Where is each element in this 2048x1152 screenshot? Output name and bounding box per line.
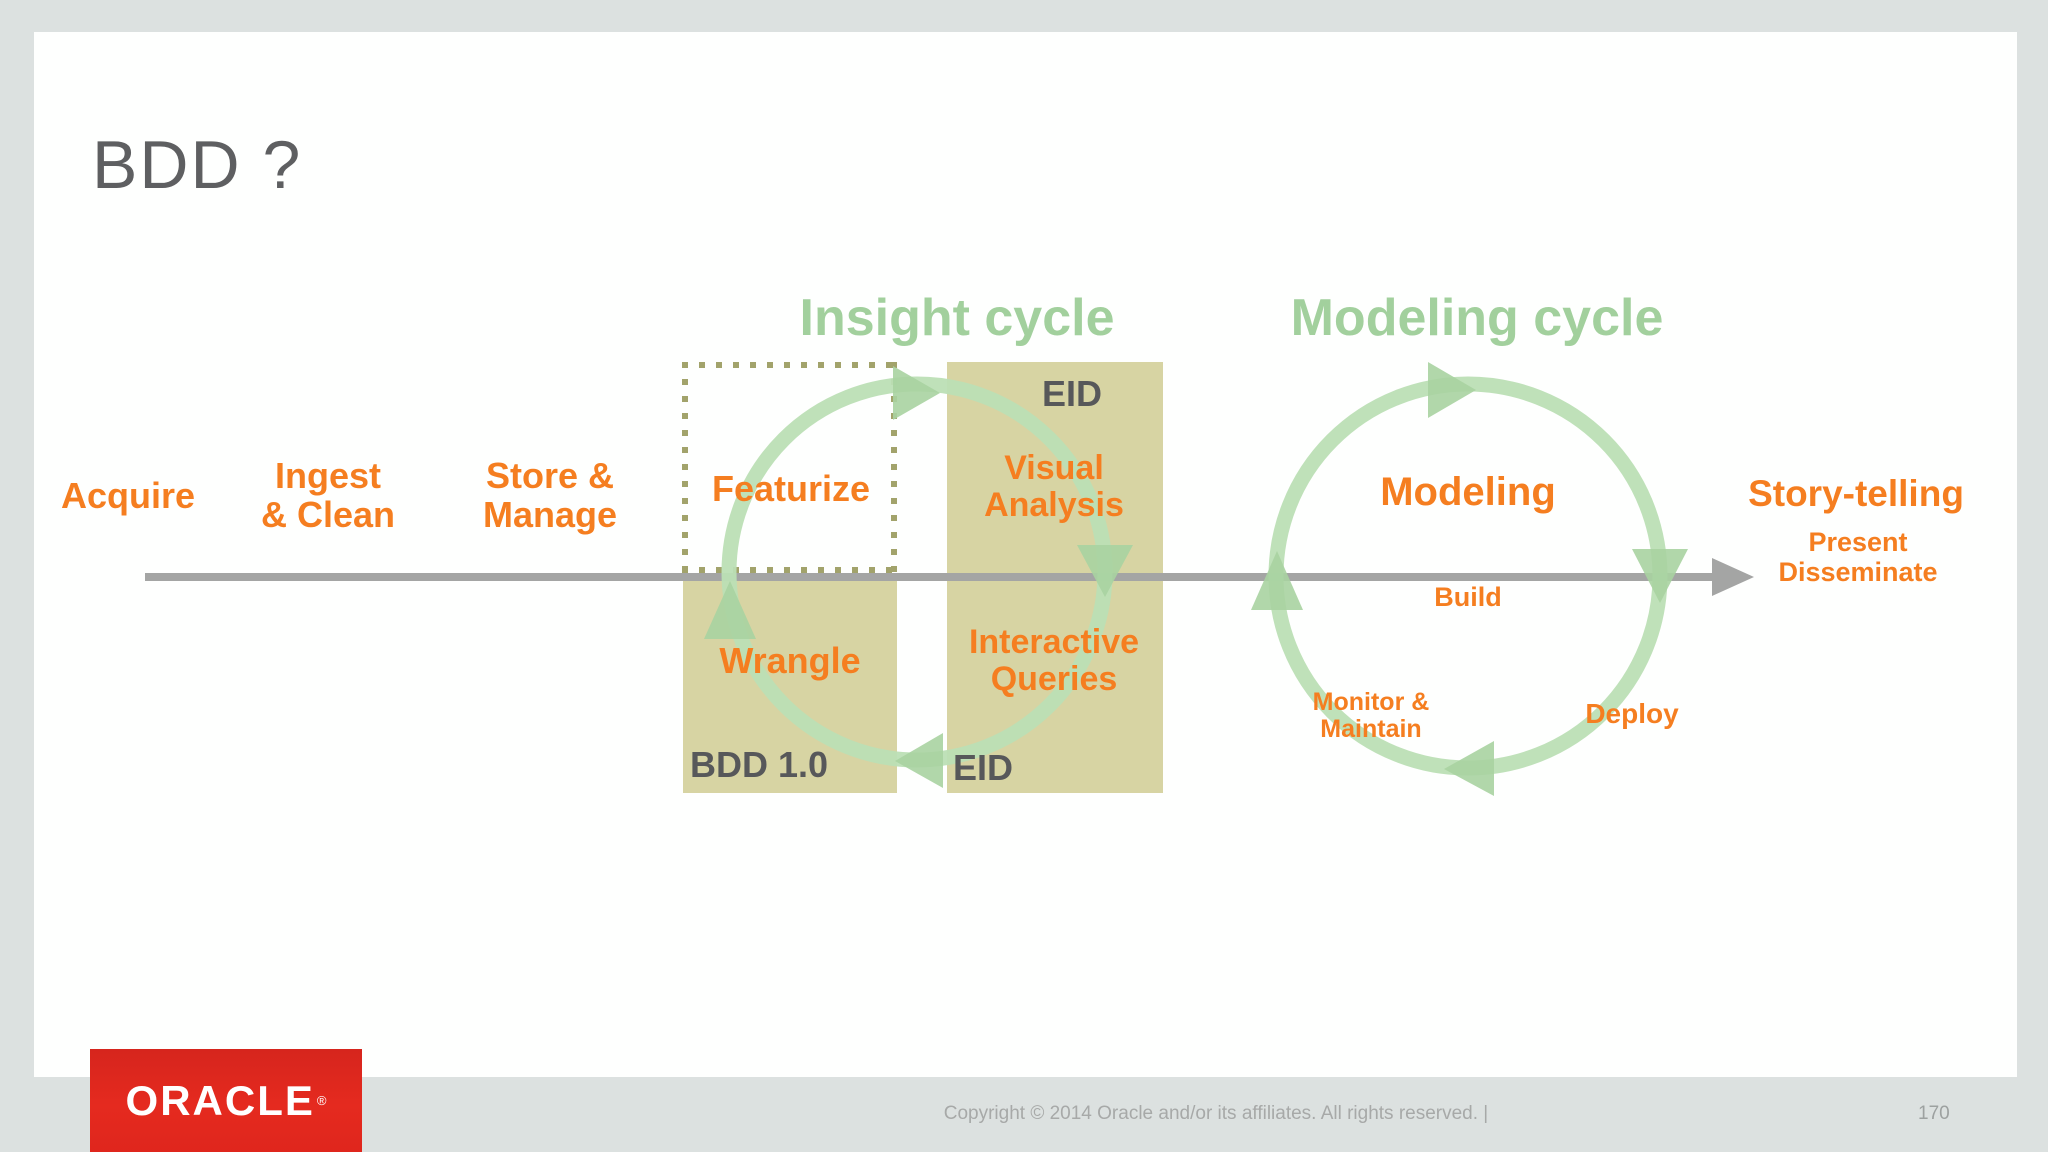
- visual-line1: Visual: [1004, 449, 1104, 487]
- visual-line2: Analysis: [984, 485, 1124, 524]
- stage-label-present-disseminate: Present Disseminate: [1708, 527, 2008, 587]
- ingest-line1: Ingest: [274, 455, 381, 496]
- stage-label-build: Build: [1434, 582, 1502, 612]
- eid-top-tag: EID: [1041, 373, 1102, 414]
- oracle-registered-mark: ®: [316, 1093, 327, 1108]
- copyright-text: Copyright © 2014 Oracle and/or its affil…: [943, 1103, 1489, 1124]
- page-number: 170: [1918, 1103, 1950, 1124]
- ingest-line2: & Clean: [260, 493, 396, 535]
- monitor-line2: Maintain: [1320, 715, 1422, 743]
- oracle-logo-text: ORACLE: [125, 1076, 315, 1124]
- stage-label-ingest-clean: Ingest & Clean: [228, 455, 428, 535]
- insight-cycle-heading: Insight cycle: [799, 289, 1115, 347]
- stage-label-featurize: Featurize: [711, 468, 871, 509]
- monitor-line1: Monitor &: [1312, 688, 1430, 716]
- store-line1: Store &: [485, 455, 615, 496]
- present-line2: Disseminate: [1778, 557, 1938, 588]
- eid-bottom-tag: EID: [953, 747, 1014, 788]
- stage-label-store-manage: Store & Manage: [450, 455, 650, 535]
- slide-title: BDD ?: [92, 127, 303, 203]
- oracle-logo: ORACLE®: [90, 1049, 362, 1152]
- stage-label-interactive-queries: Interactive Queries: [934, 624, 1174, 697]
- stage-label-acquire: Acquire: [60, 475, 196, 516]
- modeling-cycle-heading: Modeling cycle: [1290, 289, 1664, 347]
- interactive-line1: Interactive: [968, 623, 1140, 661]
- eid-box: [947, 362, 1163, 793]
- stage-label-deploy: Deploy: [1585, 698, 1679, 729]
- stage-label-story-telling: Story-telling: [1748, 473, 1964, 514]
- stage-label-modeling: Modeling: [1380, 470, 1556, 514]
- bdd10-tag: BDD 1.0: [690, 744, 829, 785]
- stage-label-visual-analysis: Visual Analysis: [954, 450, 1154, 523]
- store-line2: Manage: [482, 493, 618, 535]
- interactive-line2: Queries: [990, 659, 1118, 698]
- present-line1: Present: [1808, 527, 1908, 557]
- stage-label-wrangle: Wrangle: [719, 640, 861, 681]
- stage-label-monitor-maintain: Monitor & Maintain: [1271, 689, 1471, 743]
